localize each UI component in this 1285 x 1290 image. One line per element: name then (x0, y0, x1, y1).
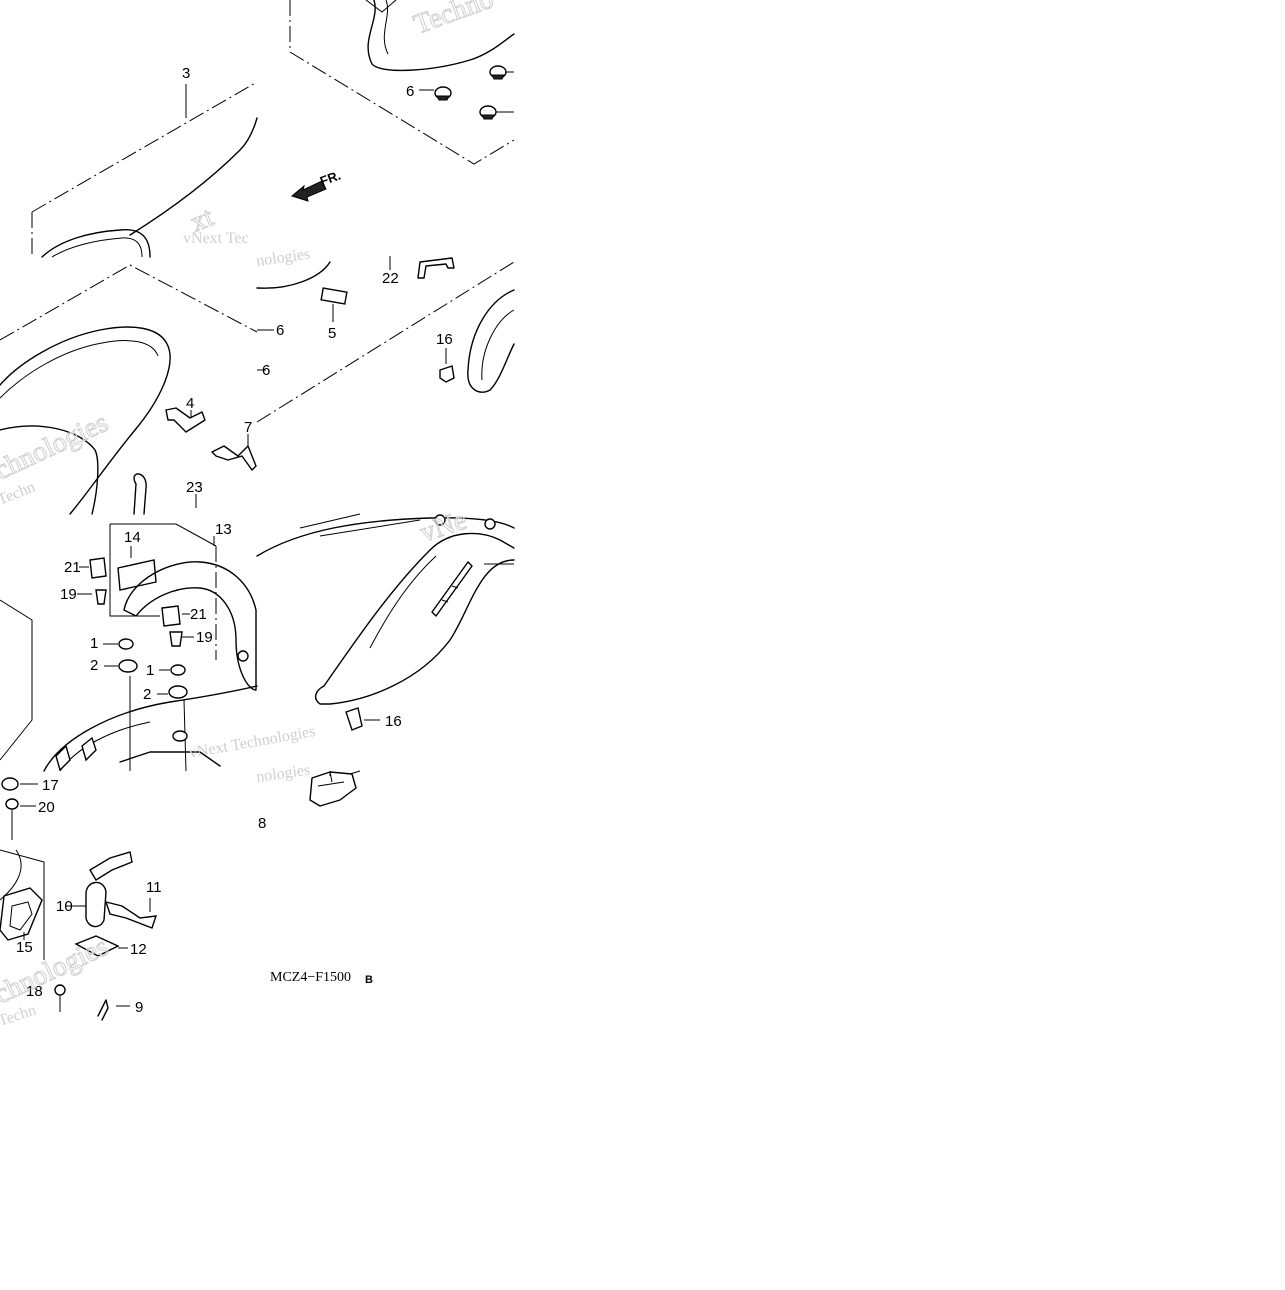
callout-12: 12 (130, 941, 147, 958)
callout-20: 20 (38, 799, 55, 816)
callout-22: 22 (382, 270, 399, 287)
tail-cover-drawing (256, 256, 515, 423)
watermark-fragment-2b: nologies (255, 762, 311, 786)
side-cover-drawing (256, 513, 515, 731)
grab-rail-drawing (0, 523, 258, 772)
watermark-fragment-2: nologies (255, 246, 311, 270)
callout-1b: 1 (146, 662, 154, 679)
callout-8: 8 (258, 815, 266, 832)
callout-16b: 16 (385, 713, 402, 730)
diagram-code-suffix: B (365, 974, 373, 986)
callout-2: 2 (90, 657, 98, 674)
watermark-text: vNext Technologies (188, 723, 317, 762)
watermark-fragment-3: vNe (417, 505, 471, 549)
seat-base-drawing (289, 0, 515, 165)
callout-6: 6 (406, 83, 414, 100)
callout-6b: 6 (276, 322, 284, 339)
connector-drawing (309, 770, 361, 807)
callout-4: 4 (186, 395, 194, 412)
callout-15: 15 (16, 939, 33, 956)
callout-1: 1 (90, 635, 98, 652)
front-seat-drawing (31, 81, 258, 258)
callout-7: 7 (244, 419, 252, 436)
callout-21b: 21 (190, 606, 207, 623)
callout-18: 18 (26, 983, 43, 1000)
front-arrow-icon (290, 180, 327, 202)
diagram-code: MCZ4−F1500 (270, 970, 351, 985)
callout-23: 23 (186, 479, 203, 496)
seat-lock-drawing (0, 777, 158, 1021)
watermark-fragment-0: Techno (410, 0, 498, 41)
callout-5: 5 (328, 325, 336, 342)
rear-seat-drawing (0, 264, 258, 515)
callout-11: 11 (146, 879, 162, 896)
callout-16: 16 (436, 331, 453, 348)
front-marker: FR. (318, 168, 343, 189)
callout-21: 21 (64, 559, 81, 576)
callout-3: 3 (182, 65, 190, 82)
callout-10: 10 (56, 898, 73, 915)
callout-19: 19 (60, 586, 77, 603)
callout-9: 9 (135, 999, 143, 1016)
callout-14: 14 (124, 529, 141, 546)
callout-6c: 6 (262, 362, 270, 379)
callout-19b: 19 (196, 629, 213, 646)
callout-13: 13 (215, 521, 232, 538)
watermark-fragment-1: vNext Tec (183, 230, 249, 247)
callout-2b: 2 (143, 686, 151, 703)
watermark-fragment-5: chnologies (0, 407, 113, 486)
callout-17: 17 (42, 777, 59, 794)
